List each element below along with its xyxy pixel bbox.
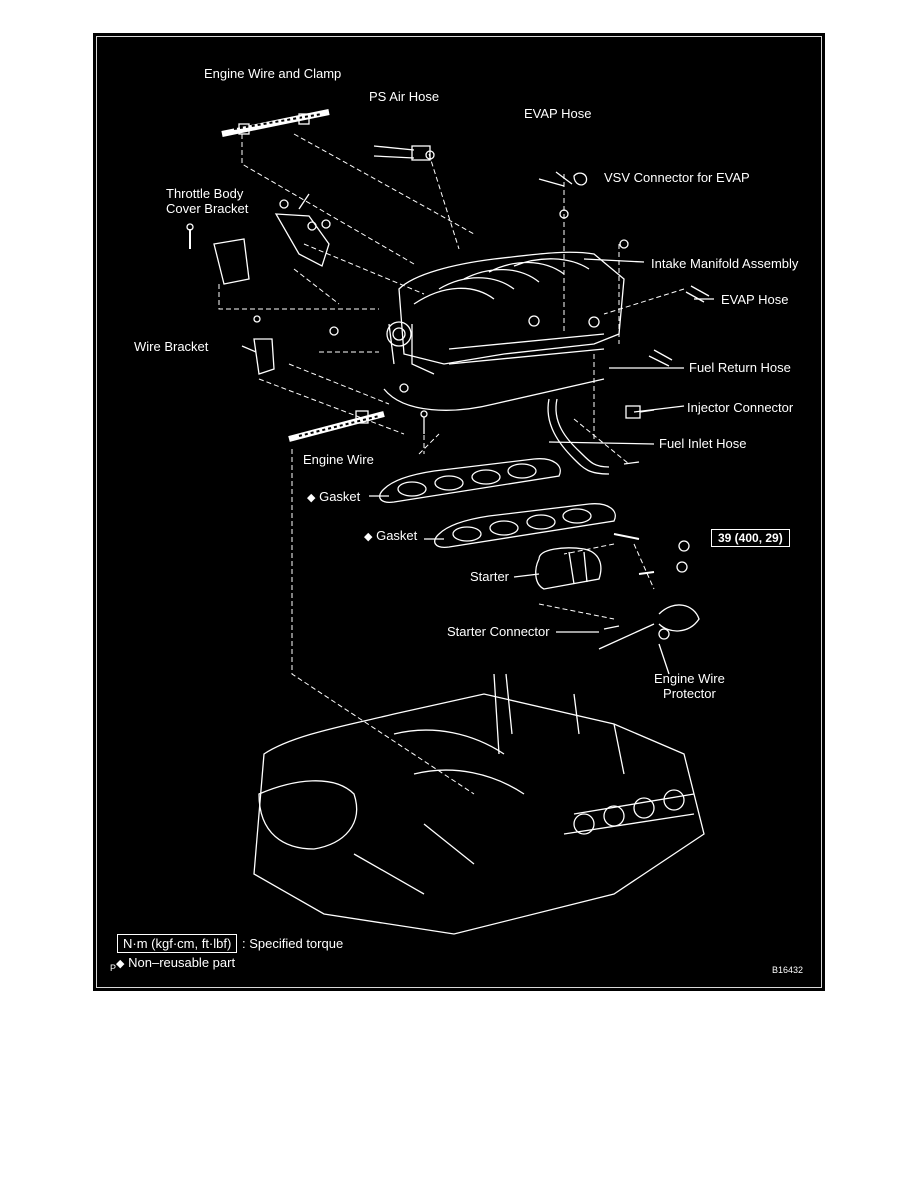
legend-p-marker: P [110, 963, 117, 973]
label-wire-bracket: Wire Bracket [134, 339, 209, 354]
label-gasket-1-row: ◆ Gasket [307, 489, 360, 506]
label-fuel-inlet-hose: Fuel Inlet Hose [659, 436, 747, 451]
label-starter: Starter [470, 569, 510, 584]
label-gasket-1: Gasket [319, 489, 361, 504]
legend-unit-box: N·m (kgf·cm, ft·lbf) [117, 934, 238, 953]
label-vsv-connector: VSV Connector for EVAP [604, 170, 750, 185]
label-intake-manifold-assembly: Intake Manifold Assembly [651, 256, 799, 271]
label-engine-wire: Engine Wire [303, 452, 374, 467]
label-injector-connector: Injector Connector [687, 400, 794, 415]
diagram-artwork [186, 109, 714, 935]
label-engine-wire-and-clamp: Engine Wire and Clamp [204, 66, 342, 81]
label-evap-hose-top: EVAP Hose [524, 106, 592, 121]
label-engine-wire-protector: Engine Wire Protector [654, 671, 725, 701]
label-fuel-return-hose: Fuel Return Hose [689, 360, 791, 375]
label-gasket-2-row: ◆ Gasket [364, 528, 417, 545]
legend-non-reusable-row: P◆ Non–reusable part [110, 955, 236, 973]
non-reusable-diamond-icon: ◆ [364, 531, 373, 543]
label-gasket-2: Gasket [376, 528, 418, 543]
label-ps-air-hose: PS Air Hose [369, 89, 440, 104]
inner-frame [96, 36, 822, 988]
label-throttle-body-cover-bracket: Throttle Body Cover Bracket [166, 186, 249, 216]
label-evap-hose-right: EVAP Hose [721, 292, 789, 307]
non-reusable-diamond-icon: ◆ [307, 492, 316, 504]
exploded-parts-diagram: Engine Wire and Clamp PS Air Hose EVAP H… [93, 33, 825, 991]
figure-code: B16432 [772, 965, 804, 975]
torque-spec-box: 39 (400, 29) [711, 529, 790, 547]
legend-non-reusable-text: Non–reusable part [128, 955, 236, 970]
legend-unit-text: : Specified torque [242, 936, 344, 951]
label-starter-connector: Starter Connector [447, 624, 550, 639]
non-reusable-diamond-icon: ◆ [116, 958, 125, 970]
